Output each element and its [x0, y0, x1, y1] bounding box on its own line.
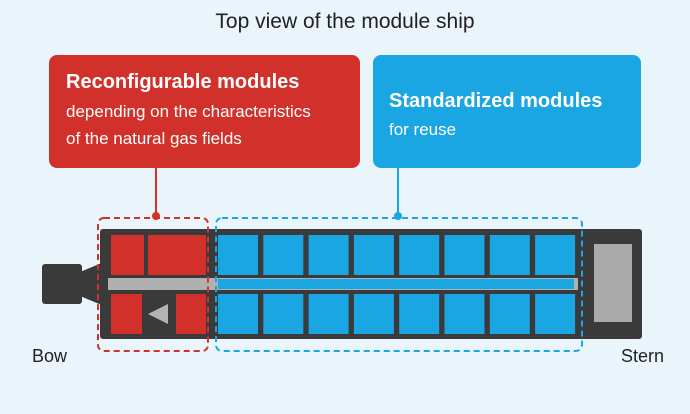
- diagram-title: Top view of the module ship: [215, 10, 475, 33]
- standardized-module: [399, 235, 440, 275]
- standardized-module: [489, 294, 530, 334]
- stern-label: Stern: [621, 346, 665, 366]
- stern-block: [594, 244, 632, 322]
- standardized-heading: Standardized modules: [389, 90, 603, 112]
- standardized-region-outline: [215, 217, 583, 352]
- reconfigurable-region-outline: [97, 217, 209, 352]
- standardized-module: [535, 235, 576, 275]
- reconfigurable-block-3: [111, 294, 142, 334]
- reconfigurable-line-1: depending on the characteristics: [66, 102, 311, 121]
- standardized-module: [399, 294, 440, 334]
- reconfigurable-heading: Reconfigurable modules: [66, 71, 300, 93]
- reconfigurable-block-4: [176, 294, 206, 334]
- standardized-module: [489, 235, 530, 275]
- bow-label: Bow: [32, 346, 68, 366]
- bow-nozzle: [42, 264, 82, 304]
- standardized-module: [353, 294, 394, 334]
- standardized-module: [444, 235, 485, 275]
- standardized-module: [263, 294, 304, 334]
- standardized-module: [535, 294, 576, 334]
- reconfigurable-modules-callout: Reconfigurable modules depending on the …: [49, 55, 360, 168]
- standardized-line-1: for reuse: [389, 120, 457, 139]
- bow-arrow-icon: [148, 304, 168, 324]
- standardized-module: [308, 294, 349, 334]
- reconfigurable-block-1: [111, 235, 144, 275]
- standardized-module: [218, 294, 258, 334]
- blue-corridor: [218, 279, 574, 289]
- standardized-module: [308, 235, 349, 275]
- standardized-module: [353, 235, 394, 275]
- standardized-modules-callout: Standardized modules for reuse: [373, 55, 641, 168]
- reconfigurable-line-2: of the natural gas fields: [66, 129, 242, 148]
- reconfigurable-block-2: [148, 235, 206, 275]
- standardized-module: [218, 235, 258, 275]
- standardized-module: [444, 294, 485, 334]
- standardized-module: [263, 235, 304, 275]
- standardized-module-grid: [218, 235, 576, 334]
